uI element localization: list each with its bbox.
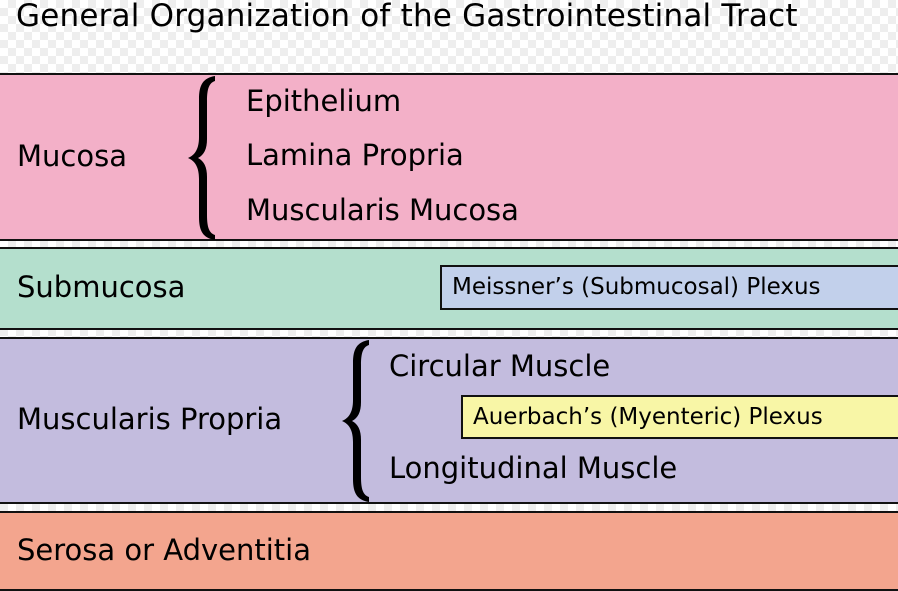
serosa-label: Serosa or Adventitia: [17, 533, 312, 567]
mucosa-brace-icon: [188, 76, 215, 240]
muscularis-propria-label: Muscularis Propria: [17, 402, 283, 436]
sublayer-lamina-propria: Lamina Propria: [246, 138, 464, 172]
sublayer-circular-muscle: Circular Muscle: [389, 349, 611, 383]
meissner-plexus-box: Meissner’s (Submucosal) Plexus: [440, 265, 898, 310]
submucosa-label: Submucosa: [17, 270, 186, 304]
layer-mucosa: [0, 73, 898, 241]
sublayer-epithelium: Epithelium: [246, 84, 402, 118]
auerbach-plexus-box: Auerbach’s (Myenteric) Plexus: [461, 395, 898, 439]
sublayer-muscularis-mucosa: Muscularis Mucosa: [246, 193, 519, 227]
sublayer-longitudinal-muscle: Longitudinal Muscle: [389, 451, 678, 485]
muscularis-brace-icon: [342, 340, 369, 502]
diagram-title: General Organization of the Gastrointest…: [16, 0, 798, 34]
mucosa-label: Mucosa: [17, 139, 127, 173]
